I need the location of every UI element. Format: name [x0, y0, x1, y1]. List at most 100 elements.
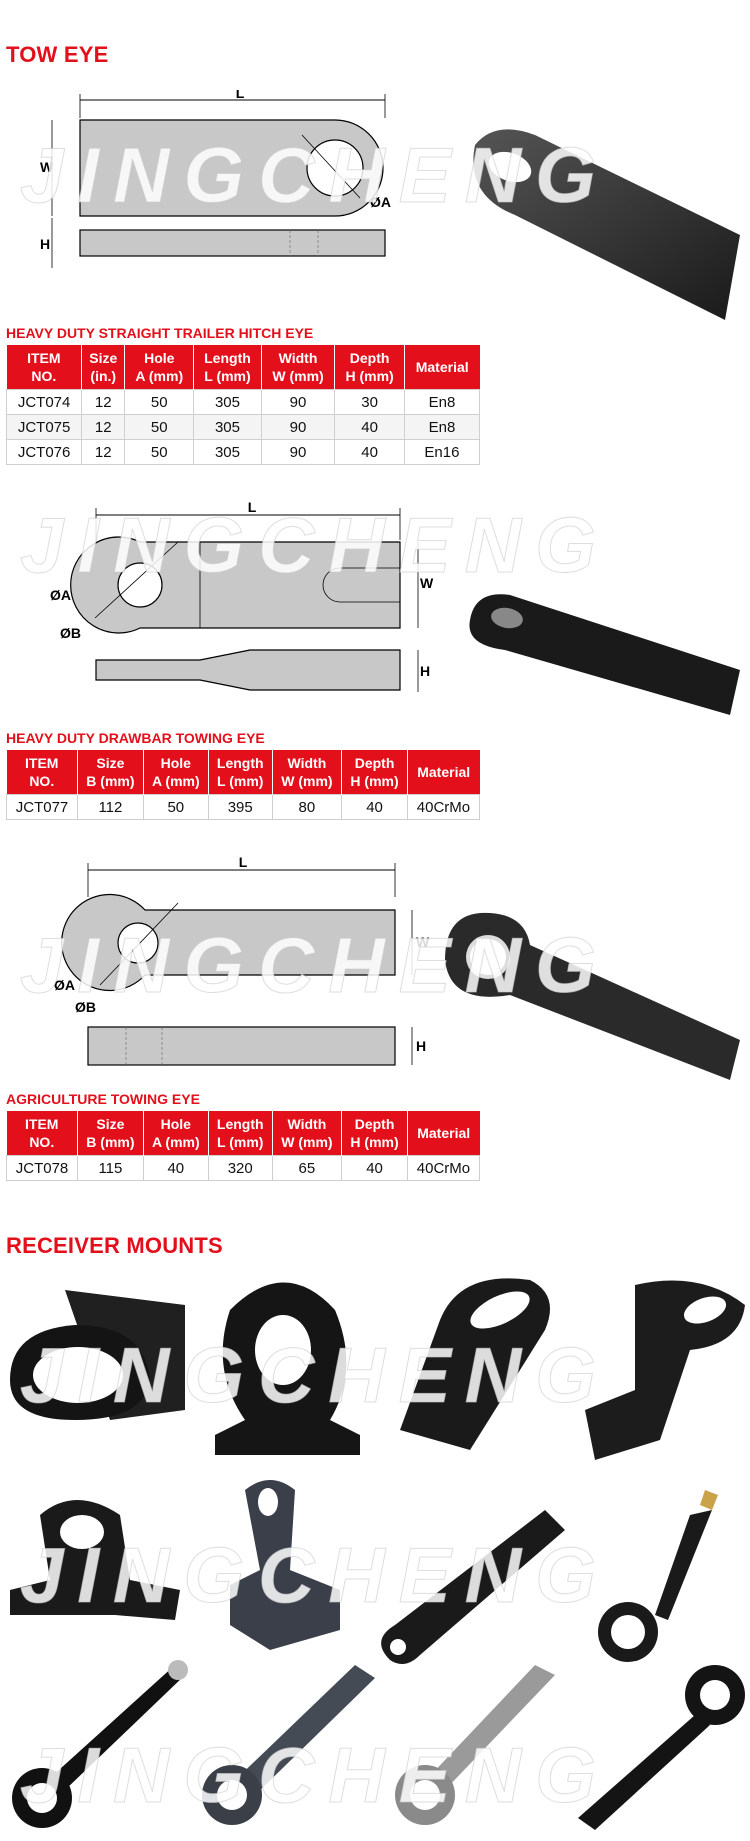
table-cell: 65 [271, 1155, 343, 1181]
receiver-mount-10-photo [202, 1665, 375, 1825]
receiver-mount-5-photo [10, 1500, 180, 1620]
tow-eye-diagram-3: L ØA ØB W H [54, 855, 430, 1066]
receiver-mount-3-photo [400, 1278, 550, 1450]
table-cell: 40 [334, 414, 405, 440]
table-cell: 12 [81, 414, 126, 440]
watermark: JINGCHENG [20, 131, 610, 220]
table-cell: 50 [124, 439, 195, 465]
table-cell: 395 [207, 794, 273, 820]
svg-text:L: L [248, 500, 257, 515]
receiver-mount-11-photo [395, 1665, 555, 1825]
table-cell: 50 [142, 794, 209, 820]
column-header: Material [407, 1111, 480, 1156]
receiver-mount-2-photo [215, 1282, 360, 1455]
svg-text:H: H [416, 1038, 426, 1054]
table-cell: 30 [334, 389, 405, 415]
watermark: JINGCHENG [20, 501, 610, 590]
table-cell: 40 [341, 1155, 408, 1181]
svg-text:ØA: ØA [50, 587, 71, 603]
watermark: JINGCHENG [20, 1331, 610, 1420]
table-cell: 305 [193, 389, 262, 415]
table-cell: 90 [260, 439, 336, 465]
watermark: JINGCHENG [20, 921, 610, 1010]
svg-text:ØA: ØA [54, 977, 75, 993]
column-header: Size(in.) [81, 345, 126, 390]
table-cell: En8 [403, 414, 481, 440]
table-cell: 40 [334, 439, 405, 465]
receiver-mount-8-photo [598, 1490, 718, 1662]
table-cell: 90 [260, 414, 336, 440]
table-cell: JCT075 [5, 414, 83, 440]
table2-title: HEAVY DUTY DRAWBAR TOWING EYE [6, 730, 265, 746]
column-header: Material [407, 750, 480, 795]
receiver-mount-9-photo [12, 1660, 188, 1828]
table3-title: AGRICULTURE TOWING EYE [6, 1091, 200, 1107]
table-cell: 50 [124, 414, 195, 440]
section-title-receiver-mounts: RECEIVER MOUNTS [6, 1233, 223, 1258]
table-cell: 50 [124, 389, 195, 415]
column-header: Material [404, 345, 480, 390]
svg-text:ØB: ØB [60, 625, 81, 641]
dim-H-label: H [40, 236, 50, 252]
table-cell: 80 [271, 794, 343, 820]
svg-text:ØB: ØB [75, 999, 96, 1015]
dim-L-label: L [236, 90, 245, 101]
svg-text:H: H [420, 663, 430, 679]
table-cell: 112 [77, 794, 144, 820]
section-title-tow-eye: TOW EYE [6, 42, 109, 67]
table-cell: 320 [207, 1155, 273, 1181]
table-cell: JCT078 [5, 1155, 79, 1181]
table-cell: JCT074 [5, 389, 83, 415]
receiver-mount-12-photo [578, 1665, 745, 1830]
table-cell: 12 [81, 439, 126, 465]
svg-text:W: W [416, 934, 430, 950]
agriculture-towing-eye-photo [445, 912, 740, 1080]
table-cell: 90 [260, 389, 336, 415]
table-cell: 12 [81, 389, 126, 415]
tow-eye-diagram-2: L ØA ØB W H [50, 500, 434, 692]
table1-title: HEAVY DUTY STRAIGHT TRAILER HITCH EYE [6, 325, 314, 341]
dim-A-label: ØA [370, 194, 391, 210]
svg-text:W: W [420, 575, 434, 591]
receiver-mount-4-photo [585, 1280, 745, 1460]
receiver-mount-7-photo [381, 1510, 565, 1664]
straight-hitch-eye-photo [473, 129, 740, 320]
receiver-mounts-gallery [10, 1278, 745, 1830]
dim-W-label: W [40, 159, 54, 175]
svg-text:L: L [239, 855, 248, 870]
table-cell: JCT077 [5, 794, 79, 820]
table-cell: 305 [193, 439, 262, 465]
table-cell: 40CrMo [406, 1155, 481, 1181]
tow-eye-diagram-1: L ØA W H [40, 90, 391, 268]
receiver-mount-1-photo [10, 1290, 185, 1420]
table-cell: 115 [77, 1155, 144, 1181]
receiver-mount-6-photo [230, 1480, 340, 1650]
table-cell: 40CrMo [406, 794, 481, 820]
watermark: JINGCHENG [20, 1531, 610, 1620]
